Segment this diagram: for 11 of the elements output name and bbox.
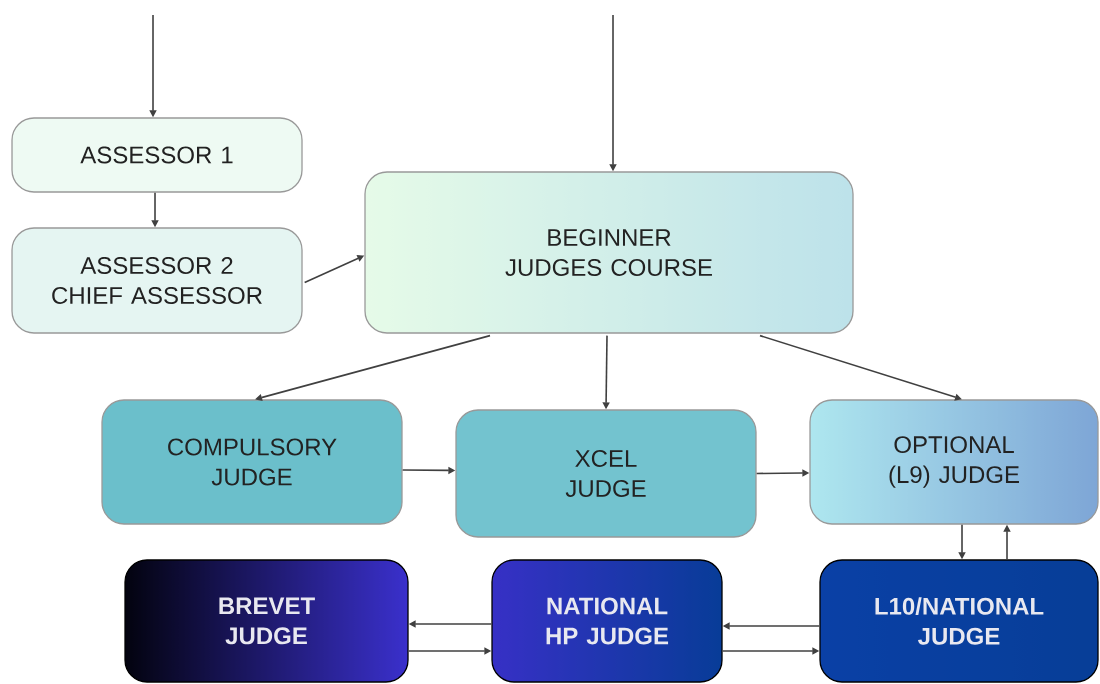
arrow <box>759 334 962 401</box>
process-box: BREVET JUDGE <box>124 559 409 683</box>
process-box: L10/NATIONAL JUDGE <box>819 559 1099 683</box>
process-box: NATIONAL HP JUDGE <box>491 559 723 683</box>
process-box: ASSESSOR 1 <box>11 117 303 193</box>
arrow <box>255 334 491 402</box>
process-box: OPTIONAL (L9) JUDGE <box>809 399 1099 525</box>
process-box: XCEL JUDGE <box>455 409 757 538</box>
process-box: COMPULSORY JUDGE <box>101 399 403 525</box>
process-box: ASSESSOR 2 CHIEF ASSESSOR <box>11 227 303 334</box>
process-box: BEGINNER JUDGES COURSE <box>364 171 854 334</box>
